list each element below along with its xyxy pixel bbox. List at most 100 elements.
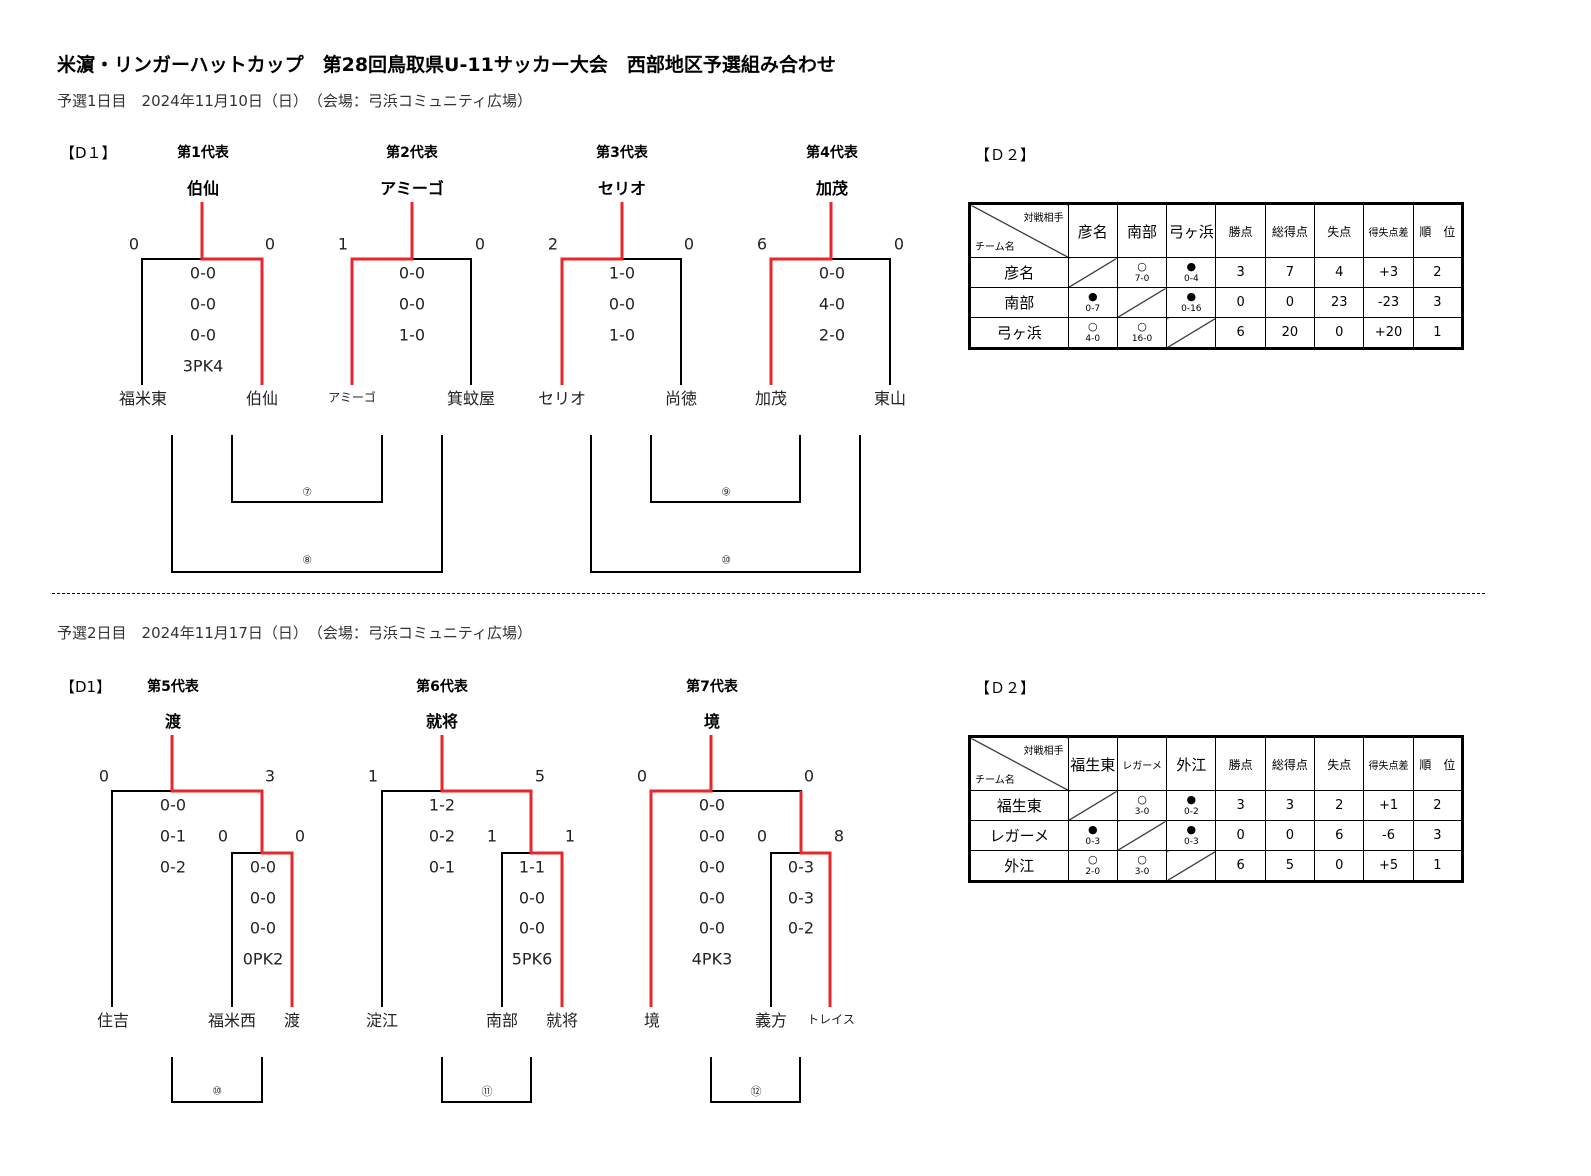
- stat-cell: 3: [1412, 820, 1464, 851]
- stat-column-header: 得失点差: [1363, 203, 1414, 258]
- period-score: 0-0: [249, 857, 277, 877]
- total-score: 0: [636, 766, 648, 786]
- total-score: 0: [294, 826, 306, 846]
- table-corner-header: 対戦相手チーム名: [969, 736, 1069, 791]
- opponent-header: 対戦相手: [1023, 213, 1064, 224]
- stat-cell: 3: [1215, 257, 1266, 288]
- stat-cell: +5: [1363, 850, 1414, 882]
- total-score: 5: [534, 766, 546, 786]
- row-team-name: レガーメ: [969, 820, 1069, 851]
- opponent-column-header: 弓ヶ浜: [1166, 203, 1217, 258]
- total-score: 1: [564, 826, 576, 846]
- winner-name: 加茂: [815, 179, 849, 198]
- match-result-cell: ●0-16: [1166, 287, 1217, 318]
- match-number: ⑦: [302, 485, 312, 499]
- pk-score: 3PK4: [182, 356, 224, 376]
- team-name: 住吉: [96, 1011, 130, 1030]
- pk-score: 0PK2: [242, 949, 284, 969]
- team-name: 東山: [873, 389, 907, 408]
- team-name: アミーゴ: [328, 390, 376, 405]
- total-score: 3: [264, 766, 276, 786]
- self-match-cell: [1067, 790, 1118, 821]
- period-score: 1-0: [398, 325, 426, 345]
- stat-column-header: 失点: [1314, 203, 1365, 258]
- stat-column-header: 総得点: [1264, 736, 1316, 791]
- period-score: 0-1: [159, 826, 187, 846]
- match-result-cell: ○4-0: [1067, 317, 1118, 349]
- total-score: 0: [474, 234, 486, 254]
- total-score: 0: [264, 234, 276, 254]
- period-score: 0-0: [189, 325, 217, 345]
- stat-cell: 2: [1412, 790, 1464, 821]
- stat-cell: 5: [1264, 850, 1316, 882]
- pk-score: 4PK3: [691, 949, 733, 969]
- total-score: 0: [756, 826, 768, 846]
- stat-cell: 7: [1264, 257, 1316, 288]
- winner-name: 渡: [164, 712, 182, 731]
- day1-label: 予選1日目 2024年11月10日（日） （会場：弓浜コミュニティ広場）: [57, 92, 532, 110]
- match-result-cell: ○3-0: [1116, 790, 1168, 821]
- rep-label: 第4代表: [806, 145, 858, 161]
- period-score: 0-0: [698, 857, 726, 877]
- opponent-column-header: 福生東: [1067, 736, 1118, 791]
- rep-label: 第3代表: [596, 145, 648, 161]
- team-name: 伯仙: [245, 389, 279, 408]
- total-score: 0: [683, 234, 695, 254]
- match-number: ⑧: [302, 553, 312, 567]
- self-match-cell: [1067, 257, 1118, 288]
- pk-score: 5PK6: [511, 949, 553, 969]
- match-number: ⑩: [721, 553, 731, 567]
- total-score: 0: [217, 826, 229, 846]
- row-team-name: 外江: [969, 850, 1069, 882]
- team-name: トレイス: [807, 1012, 855, 1027]
- winner-name: セリオ: [597, 179, 647, 198]
- team-name: 南部: [485, 1011, 519, 1030]
- team-name: 義方: [754, 1011, 788, 1030]
- d2-section-label: 【Ｄ２】: [975, 146, 1036, 164]
- stat-column-header: 順 位: [1412, 736, 1464, 791]
- rep-label: 第5代表: [147, 679, 199, 695]
- total-score: 1: [337, 234, 349, 254]
- day2-label: 予選2日目 2024年11月17日（日） （会場：弓浜コミュニティ広場）: [57, 624, 532, 642]
- match-result-cell: ●0-3: [1166, 820, 1217, 851]
- period-score: 0-1: [428, 857, 456, 877]
- opponent-column-header: 外江: [1166, 736, 1217, 791]
- stat-cell: 0: [1314, 317, 1365, 349]
- rep-label: 第7代表: [686, 679, 738, 695]
- table-corner-header: 対戦相手チーム名: [969, 203, 1069, 258]
- period-score: 0-2: [787, 918, 815, 938]
- stat-column-header: 得失点差: [1363, 736, 1414, 791]
- team-header: チーム名: [975, 775, 1015, 786]
- period-score: 0-0: [518, 888, 546, 908]
- team-header: チーム名: [975, 242, 1015, 253]
- team-name: 福米東: [118, 389, 168, 408]
- team-name: 渡: [283, 1011, 301, 1030]
- stat-cell: 3: [1412, 287, 1464, 318]
- match-result-cell: ○7-0: [1116, 257, 1168, 288]
- match-result-cell: ○3-0: [1116, 850, 1168, 882]
- stat-cell: -6: [1363, 820, 1414, 851]
- stat-cell: 20: [1264, 317, 1316, 349]
- period-score: 0-0: [818, 263, 846, 283]
- period-score: 0-0: [249, 918, 277, 938]
- self-match-cell: [1166, 317, 1217, 349]
- row-team-name: 弓ヶ浜: [969, 317, 1069, 349]
- row-team-name: 南部: [969, 287, 1069, 318]
- period-score: 0-0: [698, 795, 726, 815]
- period-score: 4-0: [818, 294, 846, 314]
- stat-cell: 2: [1314, 790, 1365, 821]
- d1-section-label: 【D1】: [60, 678, 112, 696]
- team-name: 淀江: [365, 1011, 399, 1030]
- period-score: 1-1: [518, 857, 546, 877]
- team-name: 尚徳: [664, 389, 698, 408]
- rep-label: 第2代表: [386, 145, 438, 161]
- total-score: 2: [547, 234, 559, 254]
- total-score: 0: [893, 234, 905, 254]
- total-score: 1: [367, 766, 379, 786]
- match-result-cell: ●0-4: [1166, 257, 1217, 288]
